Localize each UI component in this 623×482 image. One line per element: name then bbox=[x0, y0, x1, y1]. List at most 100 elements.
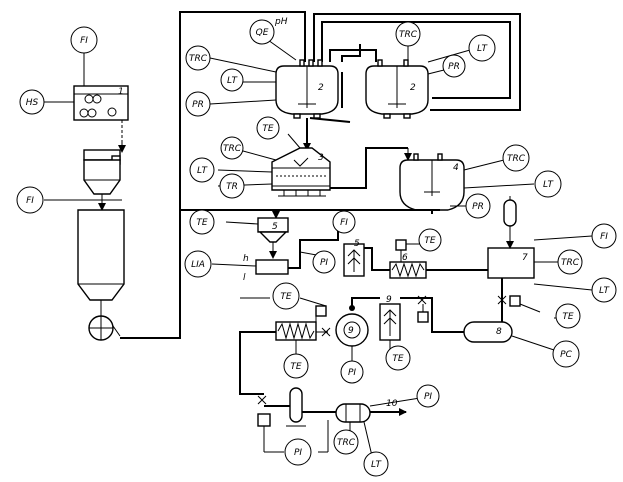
instrument-tag: TRC bbox=[399, 30, 418, 40]
instrument-tag: LT bbox=[197, 166, 208, 176]
mixing-tank-left bbox=[77, 209, 125, 318]
instrument-circle bbox=[442, 54, 466, 78]
instrument-tag: TRC bbox=[189, 54, 208, 64]
feed-line-main bbox=[120, 11, 306, 339]
instrument-bubble-trc-3: TRC bbox=[220, 136, 244, 160]
instrument-circle bbox=[416, 384, 440, 408]
instrument-circle bbox=[272, 282, 300, 310]
instrument-bubble-trc-4: TRC bbox=[502, 144, 530, 172]
reactor-4: 4 bbox=[399, 153, 465, 211]
top-recirculation-lines bbox=[309, 13, 521, 123]
instrument-circle bbox=[185, 91, 211, 117]
instrument-bubble-pi-1: PI bbox=[312, 250, 336, 274]
instrument-bubble-pc-1: PC bbox=[552, 340, 580, 368]
reactor-4-number: 4 bbox=[453, 163, 459, 173]
instrument-tag: TE bbox=[280, 292, 291, 302]
instrument-bubble-te-1: TE bbox=[256, 116, 280, 140]
instrument-circle bbox=[16, 186, 44, 214]
instrument-bubble-trc-2: TRC bbox=[395, 21, 421, 47]
side-mark-l: l bbox=[243, 273, 246, 283]
instrument-bubble-trc-6: TRC bbox=[333, 429, 359, 455]
instrument-tag: FI bbox=[600, 232, 608, 242]
instrument-bubble-te-3: TE bbox=[418, 228, 442, 252]
equipment-1-dosing-feeder: 1 bbox=[73, 85, 129, 121]
instrument-circle bbox=[189, 209, 215, 235]
instrument-bubble-lia-1: LIA bbox=[184, 250, 212, 278]
instrument-bubble-pi-4: PI bbox=[284, 438, 312, 466]
instrument-tag: FI bbox=[340, 218, 348, 228]
filter-to-exchanger bbox=[364, 247, 390, 271]
instrument-tag: PI bbox=[294, 448, 302, 458]
instrument-circle bbox=[332, 210, 356, 234]
instrument-circle bbox=[185, 45, 211, 71]
side-mark-h: h bbox=[243, 254, 249, 264]
reactor-4-signal-lines bbox=[450, 159, 535, 207]
instrument-circle bbox=[557, 249, 583, 275]
instrument-tag: PC bbox=[560, 350, 572, 360]
reactor-2-left: 2 bbox=[275, 59, 339, 119]
equipment-5-sieve: 5 bbox=[257, 217, 289, 243]
instrument-bubble-pr-3: PR bbox=[465, 193, 491, 219]
instrument-tag: LT bbox=[371, 460, 382, 470]
instrument-tag: LT bbox=[543, 180, 554, 190]
instrument-circle bbox=[283, 353, 309, 379]
receiver-tank-lia: h l bbox=[211, 254, 289, 283]
instrument-bubble-pr-2: PR bbox=[442, 54, 466, 78]
instrument-bubble-fi-3: FI bbox=[332, 210, 356, 234]
line-to-reactor-4 bbox=[330, 147, 408, 189]
pump-left bbox=[88, 315, 121, 341]
hopper-screen bbox=[83, 149, 121, 211]
equipment-9-filter: 9 bbox=[379, 295, 401, 341]
instrument-circle bbox=[363, 451, 389, 477]
instrument-bubble-tr-1: TR bbox=[219, 173, 245, 199]
instrument-tag: TE bbox=[424, 236, 435, 246]
instrument-tag: TRC bbox=[507, 154, 526, 164]
equipment-6-number: 6 bbox=[402, 253, 408, 263]
instrument-bubble-fi-1: FI bbox=[70, 26, 98, 54]
instrument-circle bbox=[591, 223, 617, 249]
instrument-tag: FI bbox=[80, 36, 88, 46]
equipment-5a-number: 5 bbox=[272, 222, 278, 232]
instrument-tag: TE bbox=[196, 218, 207, 228]
instrument-bubble-trc-5: TRC bbox=[557, 249, 583, 275]
instrument-circle bbox=[220, 136, 244, 160]
instrument-circle bbox=[249, 19, 275, 45]
instrument-circle bbox=[395, 21, 421, 47]
heat-exchanger-lower bbox=[275, 305, 327, 354]
equipment-7-number: 7 bbox=[522, 253, 528, 263]
instrument-tag: LT bbox=[227, 76, 238, 86]
instrument-bubble-lt-3: LT bbox=[189, 157, 215, 183]
equipment-9-rotary-dryer: 9 bbox=[335, 305, 369, 347]
instrument-bubble-te-5: TE bbox=[283, 353, 309, 379]
instrument-tag: TE bbox=[392, 354, 403, 364]
instrument-bubble-te-7: TE bbox=[555, 303, 581, 329]
instrument-suffix: pH bbox=[274, 17, 288, 27]
instrument-bubble-fi-2: FI bbox=[16, 186, 44, 214]
instrument-circle bbox=[256, 116, 280, 140]
instrument-circle bbox=[534, 170, 562, 198]
instrument-bubble-pr-1: PR bbox=[185, 91, 211, 117]
instrument-tag: TE bbox=[562, 312, 573, 322]
instrument-circle bbox=[552, 340, 580, 368]
instrument-tag: FI bbox=[26, 196, 34, 206]
reactor-2-right-number: 2 bbox=[410, 83, 416, 93]
instrument-circle bbox=[312, 250, 336, 274]
instrument-bubble-te-2: TE bbox=[189, 209, 215, 235]
instrument-bubble-te-4: TE bbox=[272, 282, 300, 310]
instrument-tag: TRC bbox=[337, 438, 356, 448]
instrument-circle bbox=[19, 89, 45, 115]
instrument-circle bbox=[468, 34, 496, 62]
vessel-8-to-filter-9 bbox=[400, 297, 464, 333]
instrument-bubble-fi-4: FI bbox=[591, 223, 617, 249]
instrument-tag: TE bbox=[262, 124, 273, 134]
instrument-tag: PI bbox=[424, 392, 432, 402]
instrument-tag: TE bbox=[290, 362, 301, 372]
candle-filter bbox=[503, 196, 517, 249]
instrument-circle bbox=[220, 68, 244, 92]
instrument-bubble-hs-1: HS bbox=[19, 89, 45, 115]
line-to-filter bbox=[288, 226, 339, 269]
instrument-bubble-pi-3: PI bbox=[416, 384, 440, 408]
instrument-circle bbox=[333, 429, 359, 455]
instrument-bubble-trc-1: TRC bbox=[185, 45, 211, 71]
instrument-circle bbox=[502, 144, 530, 172]
